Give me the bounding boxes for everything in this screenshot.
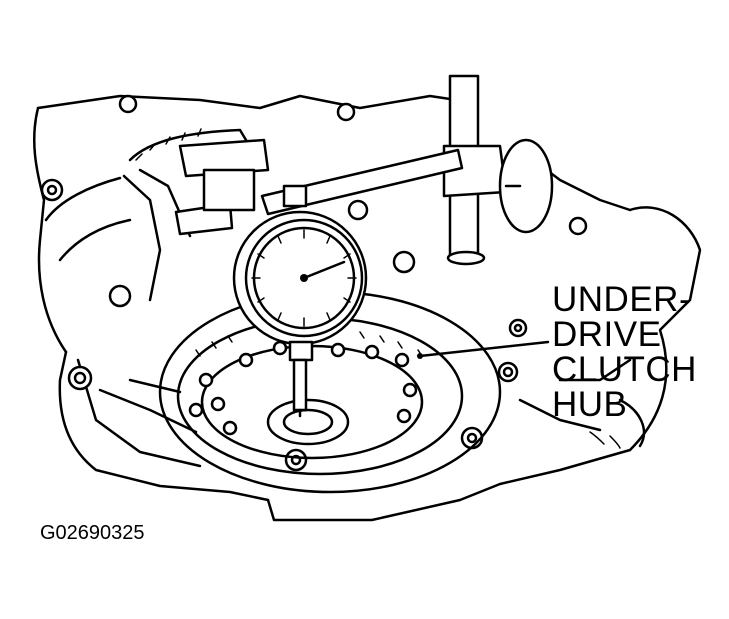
planetary-gear xyxy=(122,128,260,302)
magnetic-stand xyxy=(174,74,554,266)
callout-line-2: DRIVE xyxy=(552,315,662,354)
figure-id: G02690325 xyxy=(40,522,145,544)
callout-line-4: HUB xyxy=(552,385,628,424)
dial-needle xyxy=(302,260,346,280)
callout-line-3: CLUTCH xyxy=(552,350,697,389)
callout-label: UNDER- DRIVE CLUTCH HUB xyxy=(552,282,697,422)
dial-indicator xyxy=(232,184,368,418)
callout-leader-dot xyxy=(417,353,423,359)
callout-line-1: UNDER- xyxy=(552,280,692,319)
callout-leader-line xyxy=(418,340,550,358)
